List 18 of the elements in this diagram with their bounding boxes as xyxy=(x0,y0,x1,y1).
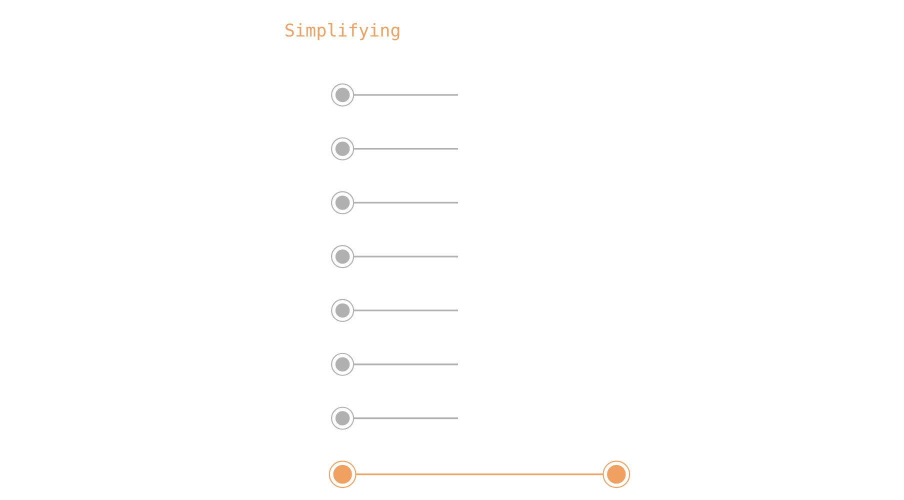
node-circle xyxy=(602,460,630,488)
connector xyxy=(356,474,604,476)
connector xyxy=(354,94,458,96)
connector xyxy=(354,148,458,150)
node-circle xyxy=(331,352,354,376)
node-circle xyxy=(331,137,354,160)
node-circle xyxy=(331,406,354,430)
node-circle xyxy=(328,460,356,488)
connector xyxy=(354,202,458,204)
connector xyxy=(354,310,458,312)
label: Simplifying xyxy=(284,21,401,42)
connector xyxy=(354,417,458,420)
node-circle xyxy=(331,191,354,214)
connector xyxy=(354,256,458,258)
node-circle xyxy=(331,245,354,268)
connector xyxy=(354,364,458,366)
node-circle xyxy=(331,83,354,106)
node-circle xyxy=(331,298,354,322)
